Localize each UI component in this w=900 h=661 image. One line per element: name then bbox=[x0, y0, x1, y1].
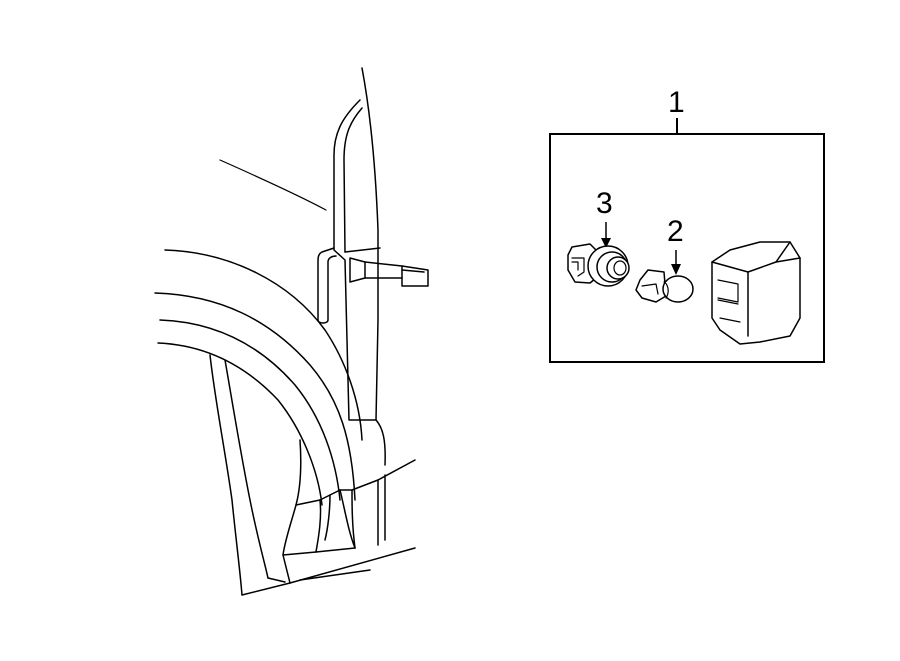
callout-3-label: 3 bbox=[596, 187, 613, 220]
callout-2-label: 2 bbox=[667, 215, 684, 248]
arrow-3-icon bbox=[601, 238, 611, 248]
lamp-housing bbox=[711, 241, 801, 345]
vehicle-body-illustration bbox=[154, 67, 429, 596]
arrow-2-icon bbox=[671, 264, 681, 275]
socket-part-3: 3 bbox=[567, 187, 630, 287]
bulb-part-2: 2 bbox=[635, 215, 694, 303]
callout-1-label: 1 bbox=[668, 86, 685, 119]
